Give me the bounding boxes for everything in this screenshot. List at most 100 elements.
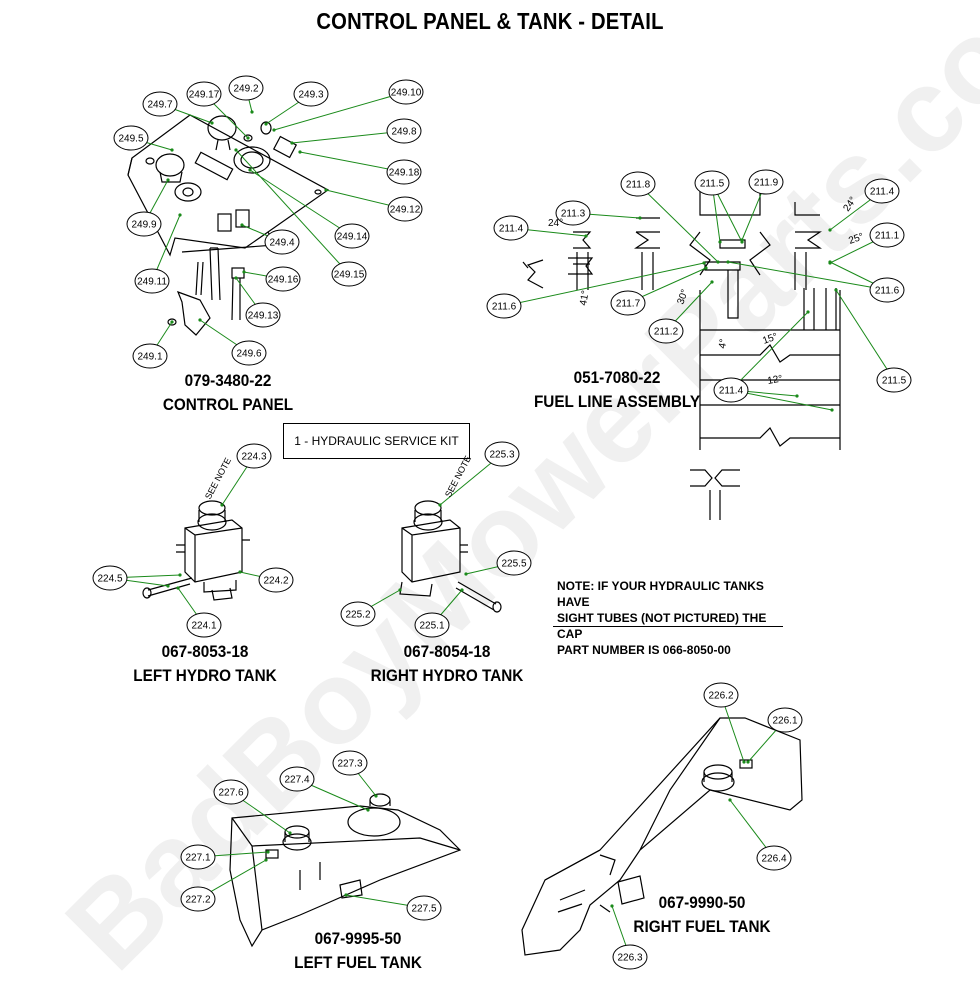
callout-arrowhead [710, 280, 714, 284]
callout-arrowhead [170, 320, 174, 324]
callout-bubble: 249.10 [388, 79, 424, 105]
callout-arrowhead [178, 573, 182, 577]
angle-dimension: 15° [761, 331, 779, 347]
callout-bubble: 249.5 [113, 125, 149, 151]
callout-label: 224.5 [97, 574, 122, 585]
callout-circle [279, 766, 315, 792]
callout-circle [245, 302, 281, 328]
callout-bubble: 211.7 [610, 290, 646, 316]
fuel-line-name: FUEL LINE ASSEMBLY [533, 392, 701, 411]
callout-arrowhead [240, 223, 244, 227]
callout-bubble: 211.5 [876, 367, 912, 393]
callout-bubble: 224.1 [186, 612, 222, 638]
callout-arrowhead [702, 261, 706, 265]
callout-arrowhead [238, 570, 242, 574]
callout-bubble: 227.5 [406, 895, 442, 921]
note-line: PART NUMBER IS 066-8050-00 [557, 643, 731, 657]
callout-arrowhead [728, 798, 732, 802]
callout-arrowhead [584, 234, 588, 238]
callout-circle [869, 222, 905, 248]
callout-circle [876, 367, 912, 393]
callout-bubble: 249.16 [265, 266, 301, 292]
callout-arrowhead [170, 148, 174, 152]
callout-label: 249.15 [334, 270, 365, 281]
callout-arrowhead [198, 318, 202, 322]
see-note-label: SEE NOTE [443, 454, 473, 499]
callout-label: 227.6 [218, 788, 243, 799]
callout-circle [265, 266, 301, 292]
callout-arrowhead [742, 760, 746, 764]
callout-bubble: 249.13 [245, 302, 281, 328]
callout-label: 224.3 [241, 452, 266, 463]
callout-bubble: 211.9 [748, 169, 784, 195]
note-underline [553, 626, 783, 627]
callout-arrowhead [246, 136, 250, 140]
callout-arrowhead [438, 503, 442, 507]
angle-dimension: 25° [847, 231, 865, 247]
callout-bubble: 226.2 [703, 682, 739, 708]
callout-arrowhead [264, 858, 268, 862]
callout-bubble: 224.5 [92, 565, 128, 591]
callout-label: 225.2 [345, 610, 370, 621]
callout-bubble: 249.15 [331, 261, 367, 287]
callout-arrowhead [398, 588, 402, 592]
angle-dimension: 41° [578, 290, 591, 307]
fuel-line-part-number: 051-7080-22 [573, 368, 661, 387]
right-fuel-name: RIGHT FUEL TANK [633, 917, 771, 936]
left-fuel-name: LEFT FUEL TANK [294, 953, 422, 972]
callout-label: 249.9 [131, 220, 156, 231]
callout-arrowhead [828, 260, 832, 264]
callout-arrowhead [234, 276, 238, 280]
callout-label: 227.2 [185, 895, 210, 906]
callout-label: 211.5 [882, 376, 907, 387]
fuel-line-caption: 051-7080-22 FUEL LINE ASSEMBLY [532, 366, 703, 414]
callout-bubble: 211.5 [694, 170, 730, 196]
callout-label: 226.1 [772, 716, 797, 727]
callout-label: 249.2 [233, 84, 258, 95]
callout-circle [340, 601, 376, 627]
callout-arrowhead [638, 216, 642, 220]
callout-arrowhead [290, 141, 294, 145]
left-fuel-tank-drawing [229, 793, 462, 948]
callout-arrowhead [834, 288, 838, 292]
callout-circle [610, 290, 646, 316]
callout-bubble: 225.2 [340, 601, 376, 627]
callout-arrowhead [250, 110, 254, 114]
callout-bubble: 211.1 [869, 222, 905, 248]
callout-label: 227.4 [284, 775, 309, 786]
callout-arrowhead [248, 168, 252, 172]
callout-circle [126, 211, 162, 237]
callout-bubble: 211.8 [620, 171, 656, 197]
callout-bubble: 249.11 [134, 268, 170, 294]
angle-dimension: 24° [841, 195, 859, 214]
callout-label: 225.1 [419, 621, 444, 632]
callout-label: 249.4 [269, 238, 294, 249]
callout-circle [869, 277, 905, 303]
callout-circle [756, 845, 792, 871]
callout-circle [213, 779, 249, 805]
callout-circle [334, 223, 370, 249]
callout-arrowhead [264, 122, 268, 126]
right-fuel-caption: 067-9990-50 RIGHT FUEL TANK [621, 891, 783, 939]
callout-label: 249.16 [268, 275, 299, 286]
callout-bubble: 227.4 [279, 766, 315, 792]
callout-circle [555, 200, 591, 226]
callout-arrowhead [344, 893, 348, 897]
callout-label: 249.3 [298, 90, 323, 101]
angle-dimension: 24° [548, 218, 563, 229]
callout-label: 227.5 [411, 904, 436, 915]
left-hydro-part-number: 067-8053-18 [161, 642, 249, 661]
callout-bubble: 211.2 [648, 318, 684, 344]
callout-arrowhead [234, 148, 238, 152]
callout-label: 211.6 [492, 302, 517, 313]
callout-label: 226.2 [708, 691, 733, 702]
callout-circle [713, 377, 749, 403]
callout-arrowhead [716, 260, 720, 264]
callout-bubble: 227.2 [180, 886, 216, 912]
callout-label: 211.4 [870, 187, 895, 198]
callout-arrowhead [272, 128, 276, 132]
callout-label: 227.1 [185, 853, 210, 864]
callout-arrowhead [210, 121, 214, 125]
callout-bubble: 249.18 [386, 159, 422, 185]
callout-label: 249.11 [137, 277, 167, 288]
